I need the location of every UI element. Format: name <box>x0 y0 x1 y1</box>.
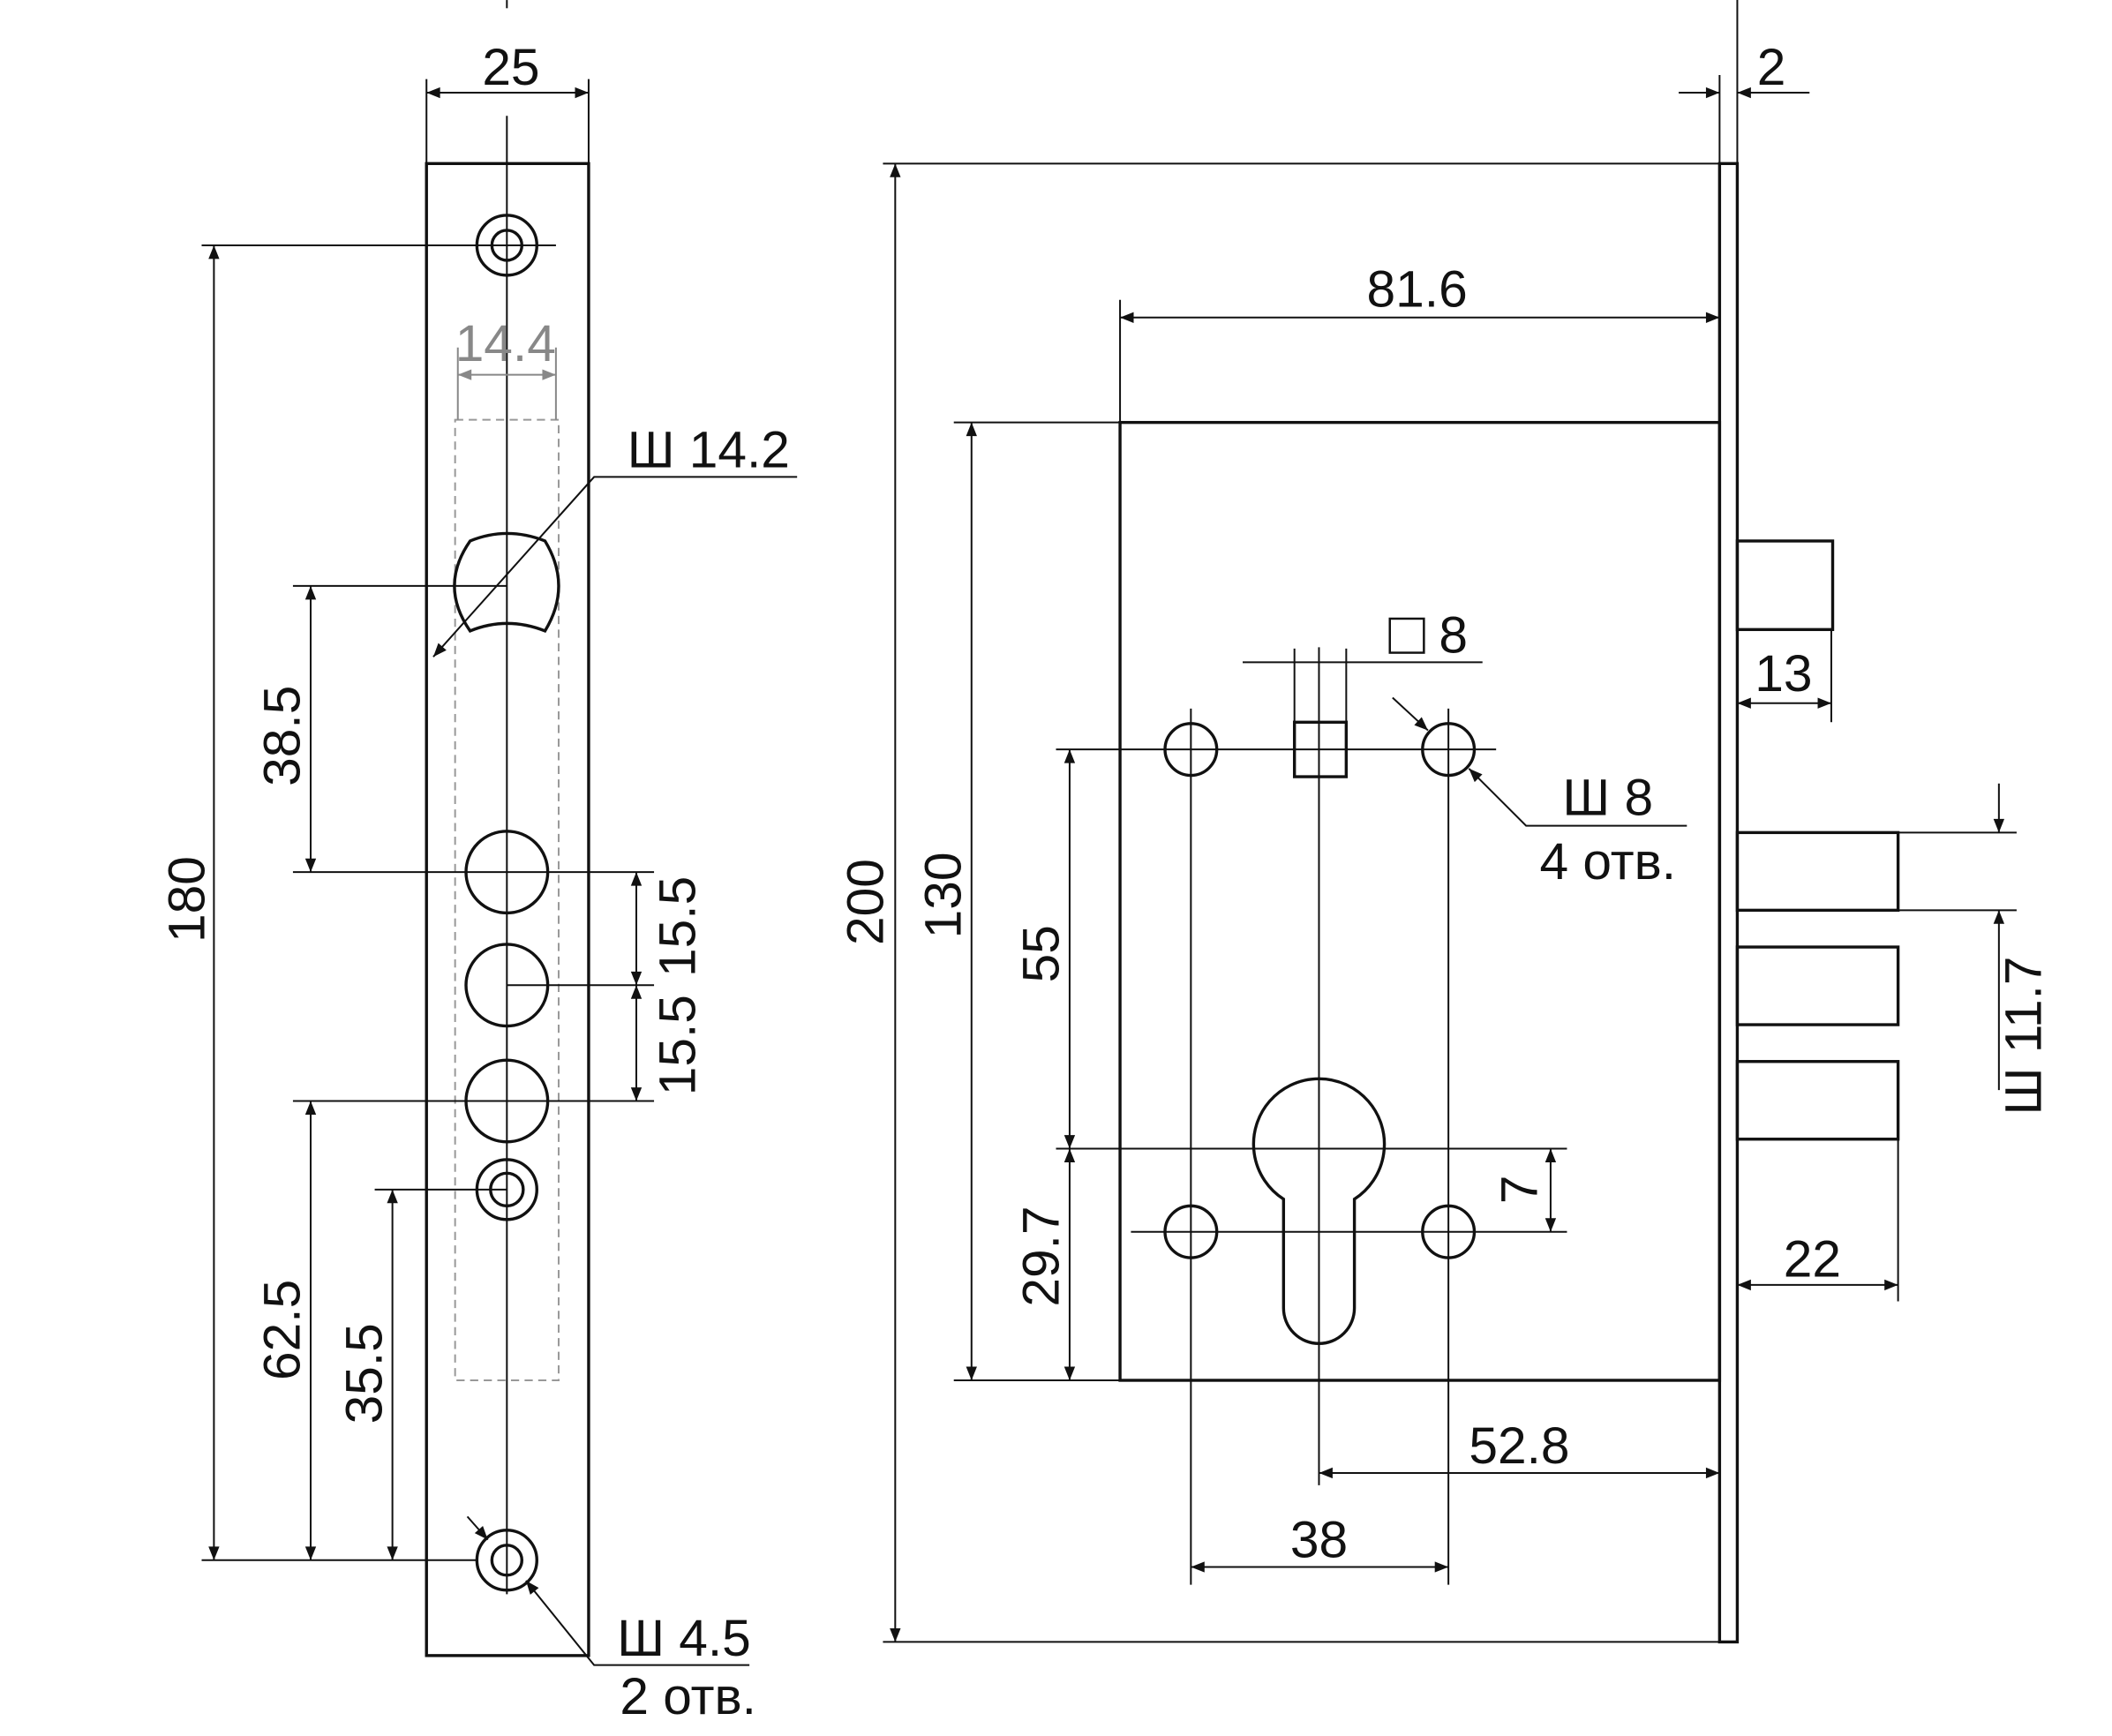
deadbolt-pin <box>1735 945 1900 1026</box>
square-symbol-icon <box>1388 617 1425 654</box>
dim-bolt-throw: 22 <box>1784 1231 1841 1289</box>
lock-body-side-view: 2 200 130 81.6 8 Ш 8 4 отв. 13 Ш 11.7 22… <box>837 0 2053 1644</box>
dim-55: 55 <box>1013 925 1071 982</box>
dim-mount-hole: Ш 8 <box>1562 769 1653 826</box>
screw-count: 2 отв. <box>620 1668 756 1725</box>
dim-hole-spacing: 38 <box>1290 1512 1348 1569</box>
latch-bolt <box>1735 539 1835 632</box>
dim-15-5-upper: 15.5 <box>649 876 706 977</box>
dim-slot-width: 14.4 <box>455 315 556 372</box>
dim-29-7: 29.7 <box>1013 1206 1071 1306</box>
dim-15-5-lower: 15.5 <box>649 995 706 1095</box>
dim-38-5: 38.5 <box>254 686 312 786</box>
dim-spindle-square: 8 <box>1439 607 1468 665</box>
dim-62-5: 62.5 <box>254 1280 312 1380</box>
dim-35-5: 35.5 <box>335 1323 393 1424</box>
dim-faceplate-thickness: 2 <box>1757 39 1786 96</box>
faceplate-edge <box>1717 162 1740 1644</box>
dim-total-height: 200 <box>837 859 894 945</box>
deadbolt-pin <box>1735 1060 1900 1141</box>
dim-width: 25 <box>482 39 539 96</box>
lock-case <box>1118 420 1722 1382</box>
dim-latch-throw: 13 <box>1755 645 1812 703</box>
dim-case-depth: 81.6 <box>1367 260 1468 318</box>
dim-7: 7 <box>1491 1176 1548 1205</box>
mount-hole-count: 4 отв. <box>1539 833 1676 891</box>
deadbolt-pin <box>1735 830 1900 913</box>
dim-body-height: 130 <box>914 852 972 938</box>
faceplate-front-view: 25 14.4 Ш 14.2 180 38.5 15.5 15.5 62.5 3… <box>159 0 798 1725</box>
dim-backset: 52.8 <box>1469 1417 1569 1475</box>
cam-opening <box>453 531 560 633</box>
dim-cam-hole: Ш 14.2 <box>628 422 790 479</box>
dim-total-height: 180 <box>159 856 216 943</box>
dim-screw-hole: Ш 4.5 <box>617 1610 751 1667</box>
dim-bolt-diameter: Ш 11.7 <box>1996 956 2053 1115</box>
